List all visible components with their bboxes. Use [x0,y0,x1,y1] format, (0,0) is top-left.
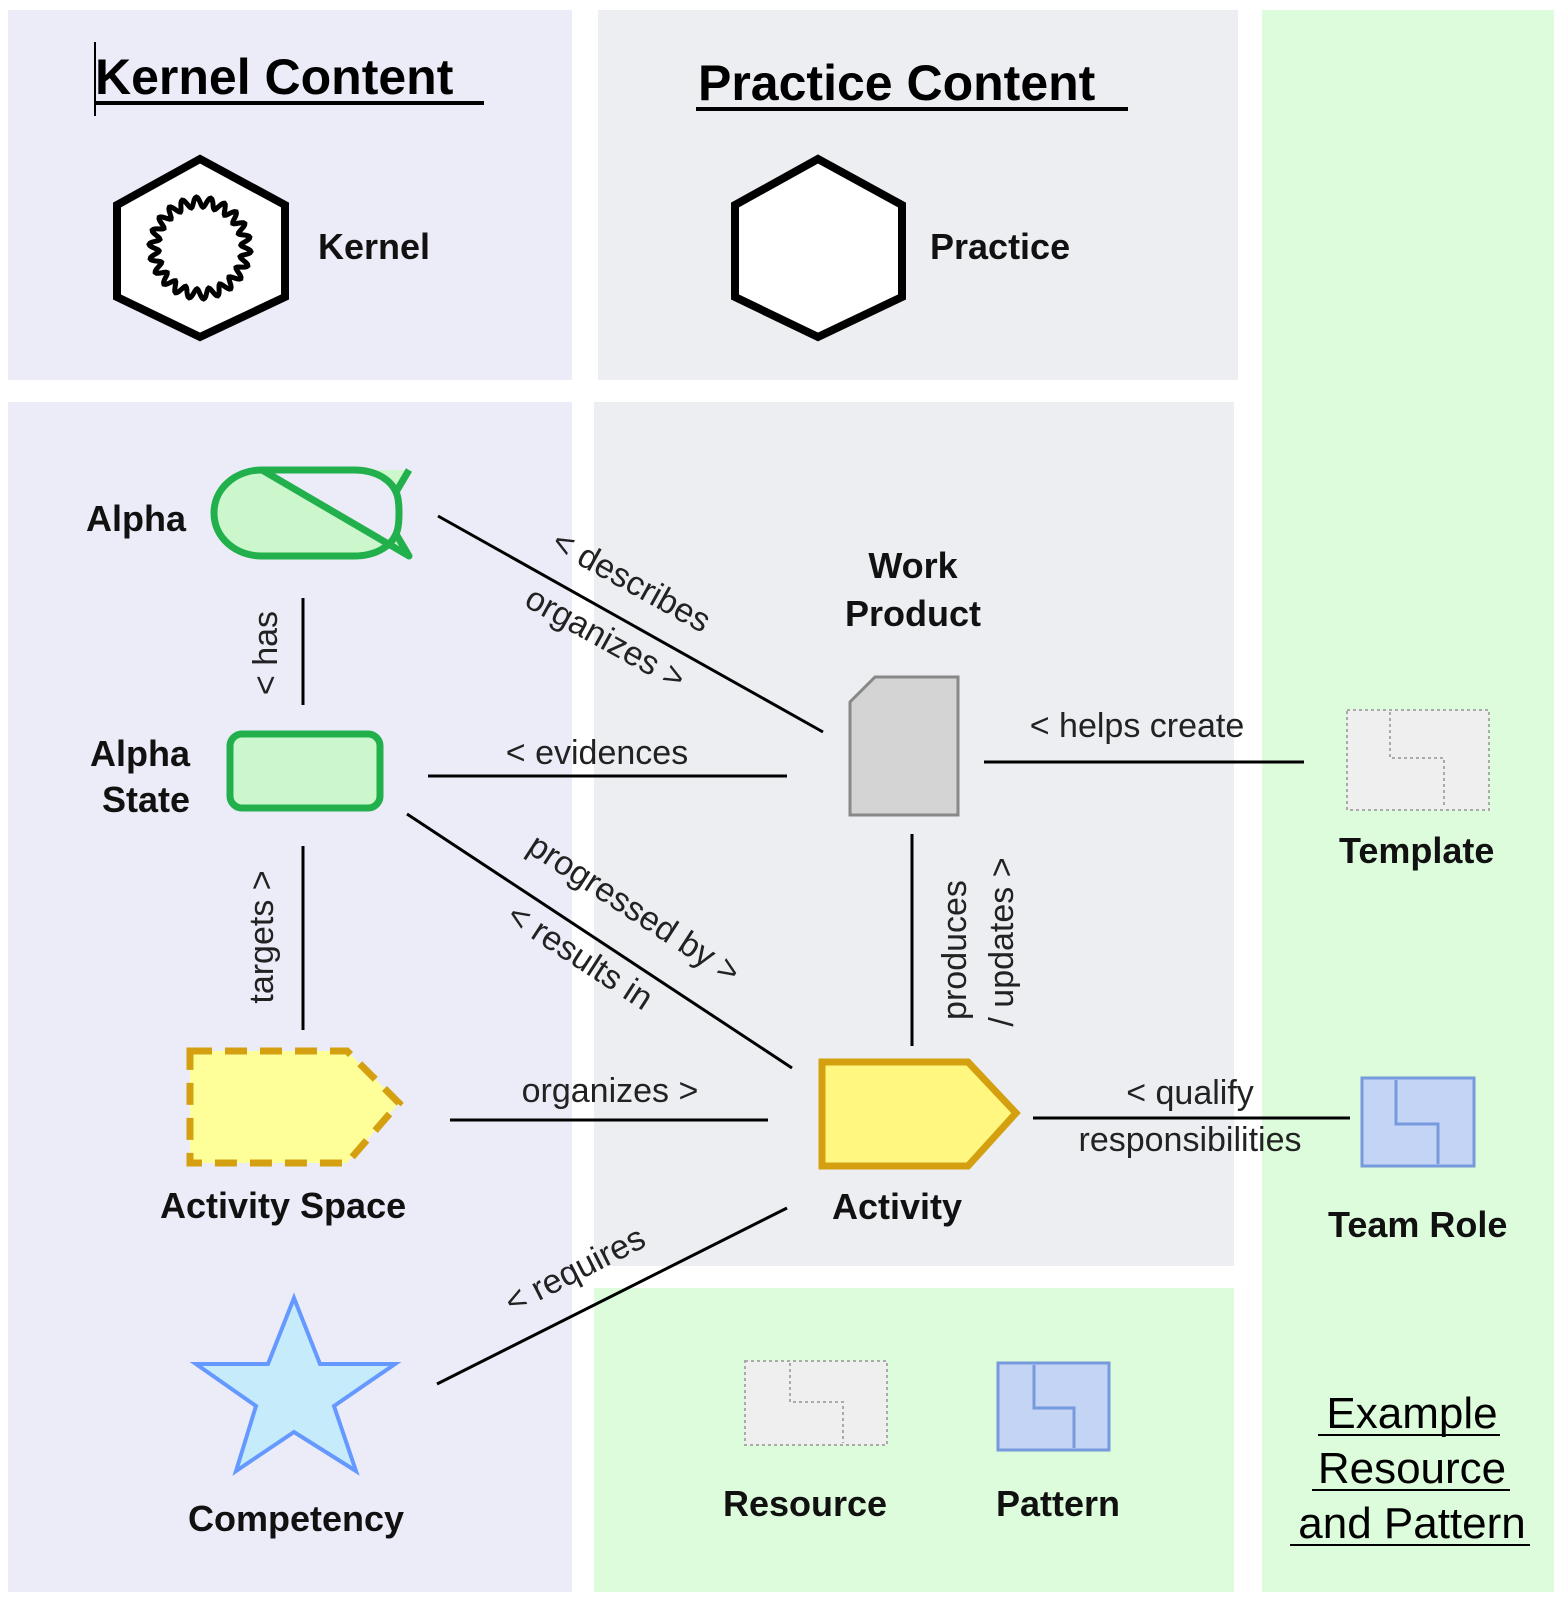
alpha-state-icon [226,730,384,812]
activity-icon [818,1058,1021,1170]
relation-helps-create: < helps create [1030,707,1245,745]
team-role-icon [1360,1076,1476,1168]
practice-content-heading: Practice Content [698,55,1096,111]
activity-space-icon [186,1047,404,1167]
relation-organizes-activity: organizes > [522,1072,699,1110]
pattern-label: Pattern [996,1483,1120,1524]
competency-label: Competency [188,1498,404,1539]
practice-top-panel [598,10,1238,380]
alpha-label: Alpha [86,498,187,539]
resource-icon [744,1360,888,1446]
resource-label: Resource [723,1483,887,1524]
gear-ring [146,194,254,302]
work-product-label-line2: Product [845,593,981,634]
template-label: Template [1339,830,1494,871]
template-icon [1346,709,1490,811]
competency-icon [189,1292,402,1476]
connector-progressed-by [406,812,793,1070]
connector-requires [436,1206,788,1386]
relation-has: < has [247,611,285,695]
example-heading-line3: and Pattern [1298,1499,1526,1548]
alpha-icon [210,466,413,560]
relation-targets: targets > [243,870,281,1003]
example-heading-line2: Resource [1318,1444,1506,1493]
alpha-state-label-line1: Alpha [90,733,191,774]
connectors [301,514,1350,1386]
kernel-top-panel [8,10,572,380]
relation-evidences: < evidences [506,734,688,772]
relation-updates: / updates > [983,857,1021,1026]
kernel-label: Kernel [318,226,430,267]
team-role-label: Team Role [1328,1204,1507,1245]
example-heading-line1: Example [1326,1389,1497,1438]
resource-pattern-panel [594,1288,1234,1592]
kernel-icon [113,154,289,342]
activity-space-label: Activity Space [160,1185,406,1226]
relation-qualify: < qualify [1126,1074,1254,1112]
relation-responsibilities: responsibilities [1079,1121,1302,1159]
relation-produces: produces [936,880,974,1020]
kernel-content-heading: Kernel Content [95,49,454,105]
alpha-state-label-line2: State [102,779,190,820]
connector-describes [437,514,824,734]
work-product-label-line1: Work [868,545,958,586]
work-product-icon [848,675,960,817]
activity-label: Activity [832,1186,962,1227]
practice-icon [731,154,906,342]
practice-label: Practice [930,226,1070,267]
pattern-icon [996,1361,1111,1452]
